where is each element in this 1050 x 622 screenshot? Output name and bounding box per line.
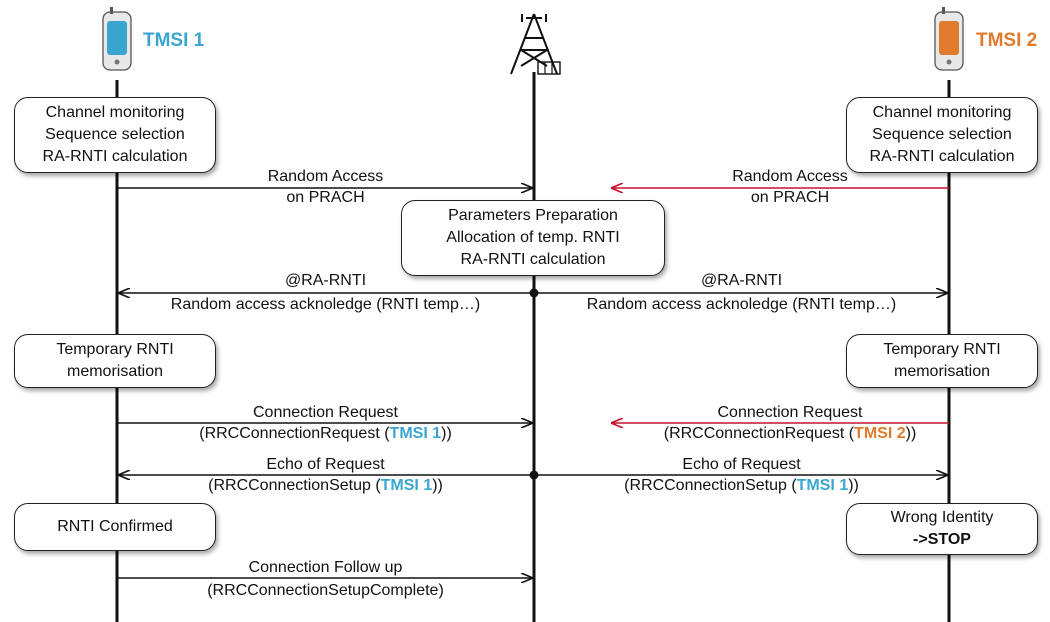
ue2-temp-line: Temporary RNTI	[883, 341, 1001, 358]
msg-line-id: (RRCConnectionRequest (TMSI 2))	[620, 423, 960, 444]
msg-line: on PRACH	[750, 189, 830, 206]
ue1-init-line: Sequence selection	[45, 126, 185, 143]
msg-line: Echo of Request	[266, 456, 385, 473]
msg-line: Random access acknoledge (RNTI temp…)	[586, 296, 897, 313]
msg-rar-left: @RA-RNTI	[117, 270, 534, 291]
msg-line: Random Access	[732, 168, 848, 185]
msg-line: (RRCConnectionSetupComplete)	[207, 582, 444, 599]
ue1-init-box: Channel monitoring Sequence selection RA…	[14, 97, 216, 173]
ue1-temp-box: Temporary RNTI memorisation	[14, 334, 216, 388]
msg-line: Random access acknoledge (RNTI temp…)	[170, 296, 481, 313]
tmsi-id: TMSI 1	[796, 477, 849, 494]
ue2-init-line: RA-RNTI calculation	[869, 148, 1015, 165]
msg-line: Echo of Request	[682, 456, 801, 473]
msg-line-id: (RRCConnectionSetup (TMSI 1))	[117, 475, 534, 496]
msg-text: (RRCConnectionRequest (	[663, 425, 855, 442]
msg-text: (RRCConnectionRequest (	[199, 425, 390, 442]
phone-icon-ue2	[934, 7, 964, 71]
ue1-init-line: RA-RNTI calculation	[42, 148, 188, 165]
msg-text: ))	[432, 477, 443, 494]
ue1-temp-line: Temporary RNTI	[56, 341, 174, 358]
ue2-wrong-line: Wrong Identity	[890, 509, 994, 526]
ue2-label: TMSI 2	[976, 30, 1038, 51]
msg-ra-right: Random Access on PRACH	[640, 166, 940, 208]
enb-prep-line: Allocation of temp. RNTI	[446, 229, 620, 246]
msg-line-id: (RRCConnectionRequest (TMSI 1))	[117, 423, 534, 444]
ue2-stop-line: ->STOP	[913, 531, 971, 548]
ue2-temp-box: Temporary RNTI memorisation	[846, 334, 1038, 388]
ue2-wrong-box: Wrong Identity ->STOP	[846, 503, 1038, 555]
msg-follow-sub: (RRCConnectionSetupComplete)	[117, 580, 534, 601]
msg-line: on PRACH	[286, 189, 365, 206]
enb-prep-line: RA-RNTI calculation	[460, 251, 606, 268]
msg-line: Connection Request	[253, 404, 398, 421]
msg-conn-right: Connection Request (RRCConnectionRequest…	[620, 402, 960, 444]
msg-text: (RRCConnectionSetup (	[624, 477, 797, 494]
ue1-confirmed-line: RNTI Confirmed	[57, 518, 173, 535]
msg-line: @RA-RNTI	[284, 272, 367, 289]
ue2-init-box: Channel monitoring Sequence selection RA…	[846, 97, 1038, 173]
junction-dot-rar	[529, 288, 539, 298]
enb-prep-box: Parameters Preparation Allocation of tem…	[401, 200, 665, 276]
ue1-temp-line: memorisation	[66, 363, 164, 380]
msg-line-id: (RRCConnectionSetup (TMSI 1))	[534, 475, 949, 496]
msg-line: Random Access	[267, 168, 384, 185]
msg-ra-left: Random Access on PRACH	[117, 166, 534, 208]
tmsi-id: TMSI 1	[389, 425, 442, 442]
msg-text: ))	[848, 477, 859, 494]
ue1-label: TMSI 1	[143, 30, 205, 51]
ue1-confirmed-box: RNTI Confirmed	[14, 503, 216, 551]
msg-line: @RA-RNTI	[700, 272, 783, 289]
cell-tower-icon	[510, 13, 561, 75]
phone-icon-ue1	[102, 7, 132, 71]
tmsi-id: TMSI 1	[380, 477, 433, 494]
ue1-init-line: Channel monitoring	[45, 104, 185, 121]
msg-line: Connection Follow up	[248, 559, 403, 576]
msg-text: ))	[441, 425, 452, 442]
junction-dot-echo	[529, 470, 539, 480]
msg-line: Connection Request	[717, 404, 863, 421]
msg-follow: Connection Follow up	[117, 557, 534, 578]
ue2-temp-line: memorisation	[893, 363, 991, 380]
tmsi-id: TMSI 2	[854, 425, 906, 442]
msg-rar-left-sub: Random access acknoledge (RNTI temp…)	[117, 294, 534, 315]
msg-text: (RRCConnectionSetup (	[208, 477, 381, 494]
ue2-init-line: Sequence selection	[872, 126, 1012, 143]
ue2-init-line: Channel monitoring	[872, 104, 1012, 121]
msg-text: ))	[905, 425, 917, 442]
enb-prep-line: Parameters Preparation	[448, 207, 618, 224]
msg-echo-left: Echo of Request (RRCConnectionSetup (TMS…	[117, 454, 534, 496]
msg-rar-right: @RA-RNTI	[534, 270, 949, 291]
msg-conn-left: Connection Request (RRCConnectionRequest…	[117, 402, 534, 444]
msg-echo-right: Echo of Request (RRCConnectionSetup (TMS…	[534, 454, 949, 496]
msg-rar-right-sub: Random access acknoledge (RNTI temp…)	[534, 294, 949, 315]
